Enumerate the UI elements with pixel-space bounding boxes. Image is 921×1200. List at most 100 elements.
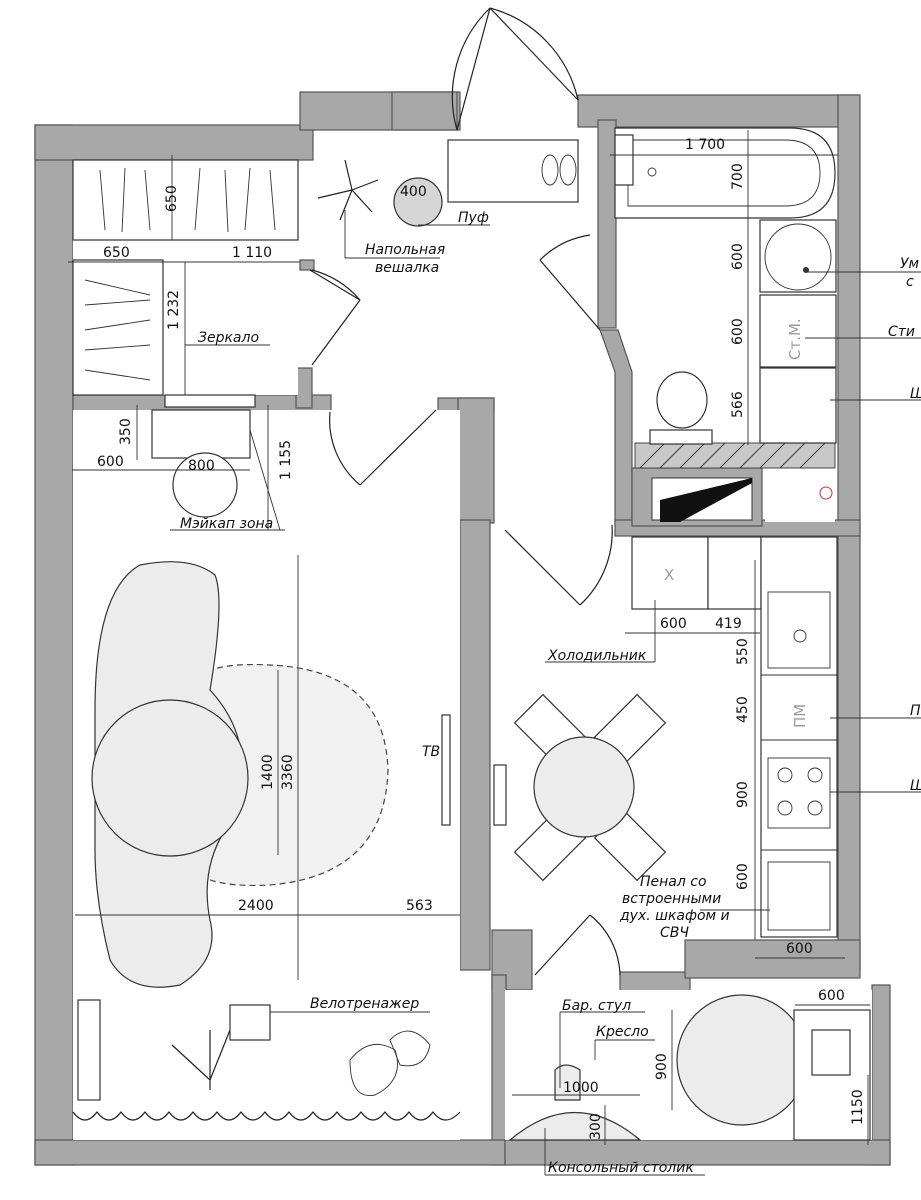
toilet-icon (656, 371, 708, 429)
mirror (164, 394, 256, 408)
wall-top-left (34, 124, 314, 161)
wall-partition (457, 397, 495, 524)
label-meikap: Мэйкап зона (180, 516, 273, 532)
label-penal-4: СВЧ (660, 925, 689, 941)
label-penal-2: встроенными (622, 891, 721, 907)
dim-600-oven: 600 (735, 863, 751, 890)
dim-566: 566 (730, 391, 746, 418)
closet-top (72, 159, 299, 241)
dim-400: 400 (400, 184, 427, 200)
mark-fridge-x: X (664, 566, 674, 584)
living-room (72, 394, 461, 1121)
console-table (508, 1112, 642, 1141)
round-bed (91, 699, 249, 857)
label-penal-3: дух. шкафом и (619, 908, 730, 924)
bathtub (614, 127, 836, 219)
label-penal-1: Пенал со (640, 874, 707, 890)
dim-450: 450 (735, 696, 751, 723)
oven (767, 861, 831, 931)
balcony (508, 994, 871, 1141)
plant-icon (349, 1030, 431, 1096)
dim-600-bottom: 600 (786, 941, 813, 957)
label-napolnaya-1: Напольная (365, 242, 445, 258)
dim-650-top: 650 (164, 185, 180, 212)
label-kreslo: Кресло (596, 1024, 649, 1040)
dim-1155: 1 155 (278, 440, 294, 480)
wall-bath-diag (599, 329, 633, 526)
dim-600-fridge: 600 (660, 616, 687, 632)
wall-balcony-left (491, 974, 507, 1166)
wall-top-entry-2 (391, 91, 458, 131)
pouf-icon (393, 177, 443, 227)
wall-bath-left (597, 119, 617, 329)
dim-1700: 1 700 (685, 137, 725, 153)
wall-kitchen-bottom-2 (684, 939, 861, 979)
closet (72, 159, 299, 396)
label-velotrenazher: Велотренажер (310, 996, 419, 1012)
mark-pm: ПМ (791, 704, 809, 728)
wall-bottom-balcony (504, 1139, 891, 1166)
dim-600-stm: 600 (730, 318, 746, 345)
label-tv: ТВ (422, 744, 440, 760)
label-stiral: Сти (888, 324, 915, 340)
dim-800: 800 (188, 458, 215, 474)
dim-563: 563 (406, 898, 433, 914)
dining-table (493, 693, 667, 882)
wall-top-right (577, 94, 859, 128)
dim-700: 700 (730, 163, 746, 190)
label-napolnaya-2: вешалка (375, 260, 439, 276)
dim-1000: 1000 (563, 1080, 599, 1096)
wall-bottom (34, 1139, 506, 1166)
label-holodilnik: Холодильник (547, 648, 647, 664)
sink (759, 219, 837, 293)
makeup-table (151, 409, 251, 459)
round-rug (183, 663, 389, 887)
entry-rug (447, 139, 579, 203)
dimension-lines (68, 130, 921, 1176)
hob (767, 757, 831, 829)
wall-partition-lower (459, 519, 491, 971)
hall-furniture (317, 139, 579, 227)
label-umyv-2: с (906, 274, 914, 290)
dim-1110: 1 110 (232, 245, 272, 261)
dim-600-balc: 600 (818, 988, 845, 1004)
label-konsolny: Консольный столик (548, 1160, 694, 1176)
radiator (77, 999, 101, 1101)
label-pm-right: П (910, 703, 921, 719)
laptop-icon (811, 1029, 851, 1076)
closet-left (72, 259, 164, 396)
dim-550: 550 (735, 638, 751, 665)
dim-3360: 3360 (280, 754, 296, 790)
label-bar-stul: Бар. стул (562, 998, 631, 1014)
dim-900-hob: 900 (735, 781, 751, 808)
dim-1232: 1 232 (166, 290, 182, 330)
washing-machine (759, 294, 837, 368)
label-right-5: Ш (910, 778, 921, 794)
room-labels: Напольная вешалка Пуф Зеркало Мэйкап зон… (180, 210, 921, 1176)
dim-350: 350 (118, 418, 134, 445)
walls (34, 91, 891, 1166)
label-puf: Пуф (458, 210, 489, 226)
bathroom (614, 127, 837, 522)
wall-hall-left (299, 259, 315, 271)
fridge (631, 536, 709, 610)
dim-2400: 2400 (238, 898, 274, 914)
dim-1150: 1150 (850, 1089, 866, 1125)
label-umyv-1: Ум (900, 256, 920, 272)
label-right-3: Ш (910, 386, 921, 402)
wall-closet-right (295, 367, 313, 409)
dim-600-make: 600 (97, 454, 124, 470)
coat-rack-icon (317, 159, 379, 221)
dim-300: 300 (588, 1113, 604, 1140)
wall-left (34, 124, 74, 1166)
appliance-marks: Ст.М. ПМ X (664, 318, 809, 728)
kitchen (493, 536, 838, 938)
tv-panel (441, 714, 451, 826)
dim-1400: 1400 (260, 754, 276, 790)
curtain (72, 1111, 461, 1121)
armchair (676, 994, 808, 1126)
label-zerkalo: Зеркало (198, 330, 259, 346)
dim-900-balc: 900 (654, 1053, 670, 1080)
doors (309, 7, 621, 976)
